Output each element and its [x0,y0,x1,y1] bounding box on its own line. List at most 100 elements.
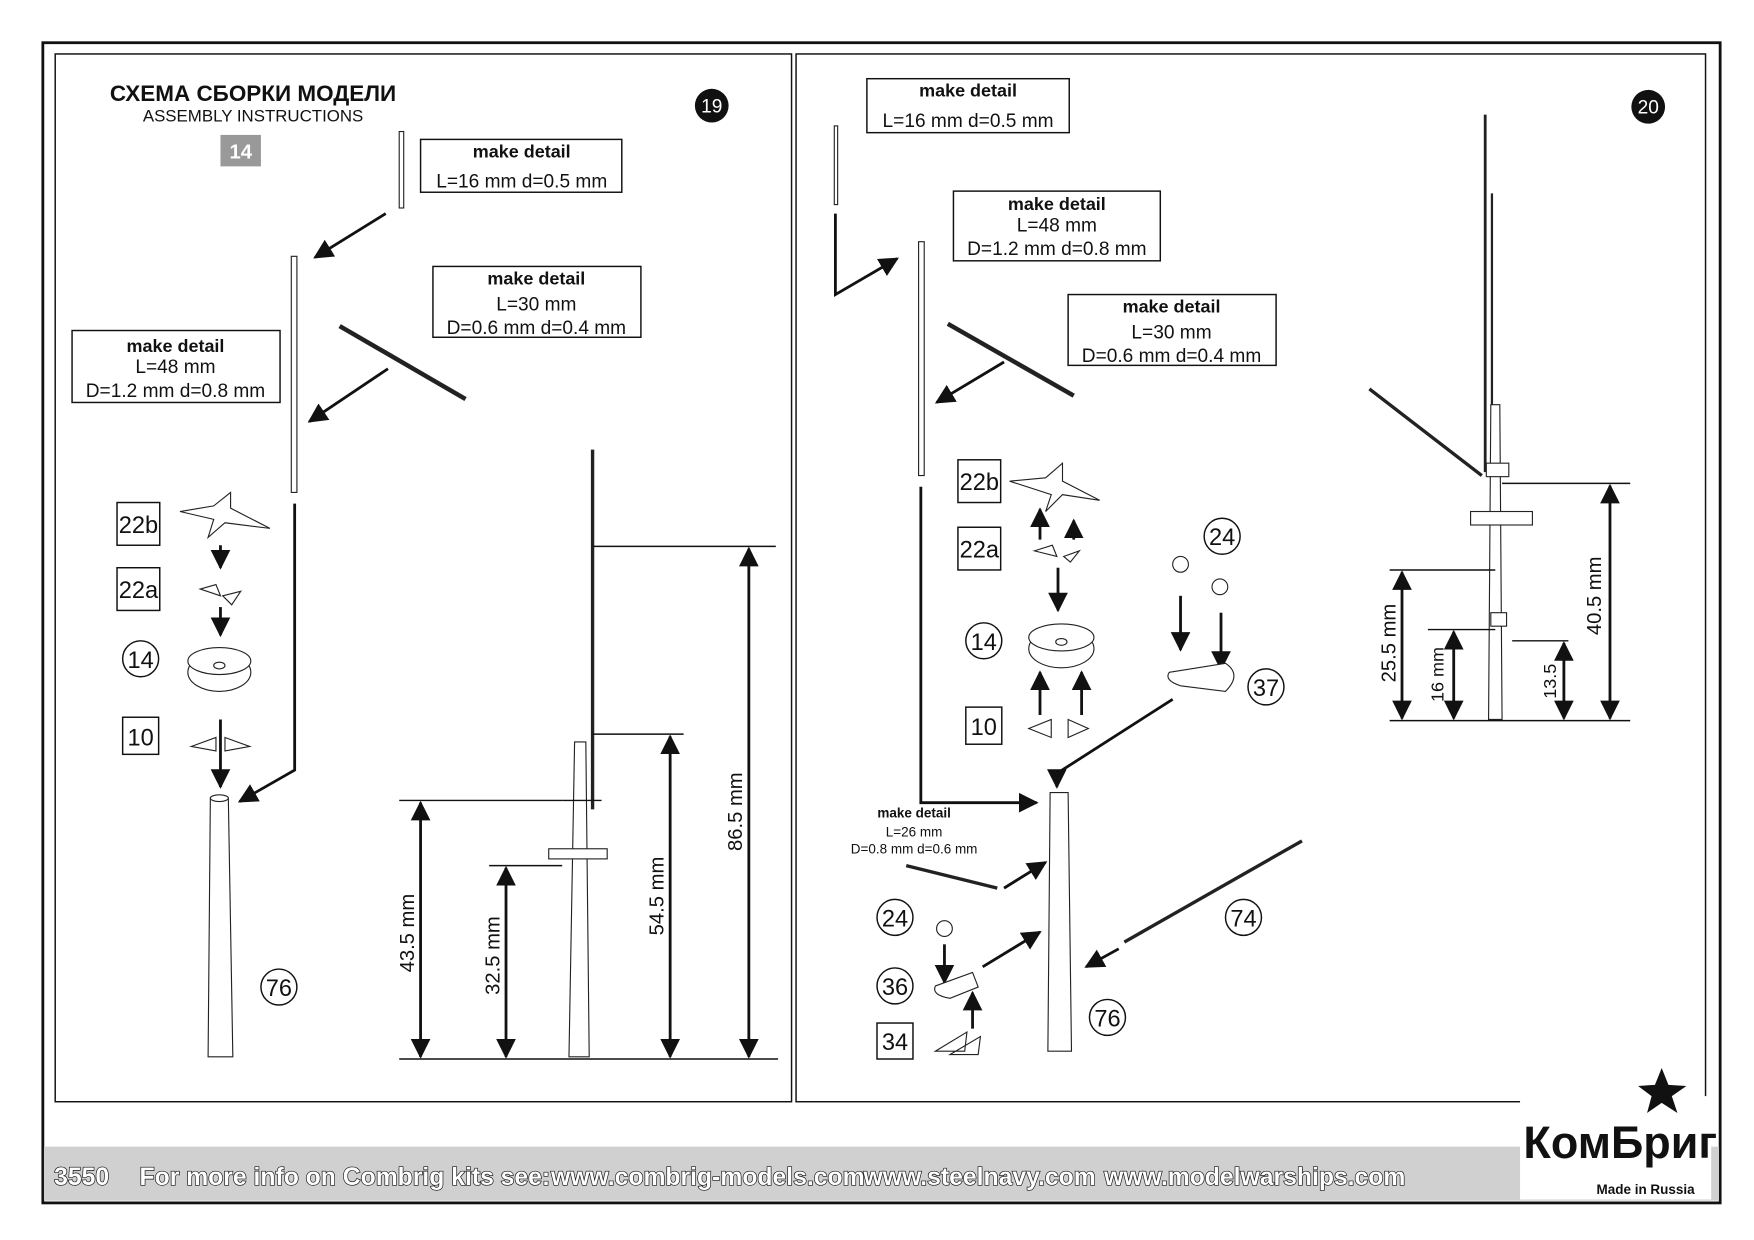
part-22a-drawing [198,583,242,606]
part-10-drawing [1027,718,1090,739]
part-label-24: 24 [1203,517,1241,555]
dimension-label: 40.5 mm [1584,557,1606,636]
dimension-label: 43.5 mm [397,894,419,973]
arrow [307,367,389,423]
svg-text:L=30 mm: L=30 mm [496,294,576,315]
part-label-22a: 22a [116,566,161,612]
arrow [919,486,1039,813]
page-subtitle: ASSEMBLY INSTRUCTIONS [143,106,363,125]
part-label-10: 10 [965,706,1003,745]
step-number: 20 [1638,98,1659,119]
note-box: make detail L=48 mm D=1.2 mm d=0.8 mm [952,190,1162,262]
svg-text:L=48 mm: L=48 mm [1017,216,1097,237]
svg-text:14: 14 [971,630,997,656]
page-badge [220,134,261,167]
footer-band [43,1146,1720,1201]
part-76-mast [1047,792,1073,1052]
footer-info: For more info on Combrig kits see: [140,1164,551,1191]
svg-text:37: 37 [1253,676,1279,702]
assembled-mast-right [1368,114,1631,722]
footer-link-steelnavy[interactable]: www.steelnavy.com [862,1163,1097,1191]
left-panel-frame [54,53,793,1103]
note-box: make detail L=30 mm D=0.6 mm d=0.4 mm [1067,293,1277,367]
part-36-drawing [934,971,979,999]
svg-text:D=0.6 mm d=0.4 mm: D=0.6 mm d=0.4 mm [447,318,626,339]
dimension-label: 25.5 mm [1378,604,1400,683]
svg-text:D=1.2 mm d=0.8 mm: D=1.2 mm d=0.8 mm [967,239,1146,260]
part-label-76: 76 [1088,998,1127,1037]
part-22b-drawing [179,491,271,540]
note-box: make detail L=16 mm d=0.5 mm [866,77,1070,134]
page-title: СХЕМА СБОРКИ МОДЕЛИ [110,81,396,106]
svg-text:make detail: make detail [877,805,950,820]
rod-26mm [905,864,998,890]
part-37-drawing [1167,662,1235,692]
part-label-74: 74 [1224,898,1263,937]
part-14-drawing [1028,623,1095,669]
part-label-34: 34 [876,1022,914,1060]
rod-48mm [918,241,925,477]
svg-text:make detail: make detail [473,141,571,161]
svg-text:22a: 22a [119,578,159,604]
arrow [1047,698,1174,789]
part-label-22b: 22b [957,459,1002,504]
arrow [833,213,899,297]
footer-link-combrig[interactable]: www.combrig-models.com [549,1163,865,1191]
part-22b-drawing [1009,461,1100,512]
assembled-mast-left [399,449,779,1060]
svg-text:74: 74 [1230,906,1256,932]
part-24-drawing [1172,555,1229,596]
svg-text:10: 10 [971,715,997,741]
svg-text:L=16 mm d=0.5 mm: L=16 mm d=0.5 mm [883,111,1054,132]
part-10-drawing [189,736,252,752]
rod-48mm [290,255,298,493]
step-19: 19 [694,88,729,123]
outer-frame [41,41,1722,1205]
part-74-yard [1123,839,1303,944]
svg-text:36: 36 [882,975,908,1001]
part-label-14: 14 [965,622,1003,660]
svg-text:76: 76 [266,976,292,1002]
rod-16mm [398,130,405,209]
part-label-36: 36 [876,967,914,1005]
svg-text:D=1.2 mm d=0.8 mm: D=1.2 mm d=0.8 mm [86,381,265,402]
note-box: make detail L=16 mm d=0.5 mm [419,138,623,193]
rod-16mm [833,125,839,206]
part-label-37: 37 [1247,668,1285,706]
svg-text:L=26 mm: L=26 mm [886,824,943,839]
svg-text:make detail: make detail [1123,297,1221,317]
svg-text:make detail: make detail [1008,194,1106,214]
part-label-24: 24 [876,898,914,937]
svg-text:D=0.8 mm d=0.6 mm: D=0.8 mm d=0.6 mm [851,841,978,856]
part-24-drawing [936,920,953,938]
part-14-drawing [187,646,252,692]
svg-text:24: 24 [1209,525,1235,551]
svg-text:14: 14 [128,648,154,674]
svg-text:22a: 22a [960,538,1000,564]
right-panel-frame [795,53,1707,1103]
svg-text:10: 10 [128,725,154,751]
arrow [934,360,1005,404]
note-box: make detail L=48 mm D=1.2 mm d=0.8 mm [71,329,281,404]
dimension-label: 86.5 mm [725,772,747,851]
svg-text:34: 34 [882,1030,908,1056]
svg-text:22b: 22b [960,470,999,496]
footer-link-modelwarships[interactable]: www.modelwarships.com [1102,1163,1406,1191]
part-label-10: 10 [121,716,160,756]
rod-30mm [338,324,467,402]
kit-number: 3550 [54,1164,109,1191]
svg-text:24: 24 [882,906,908,932]
svg-text:make detail: make detail [487,268,585,288]
page-badge-label: 14 [229,142,252,164]
svg-text:КомБриг: КомБриг [1523,1117,1717,1168]
part-label-22b: 22b [116,501,161,546]
part-label-76: 76 [260,968,298,1006]
part-label-14: 14 [121,640,160,678]
dimension-label: 32.5 mm [482,916,504,995]
part-label-22a: 22a [957,526,1002,571]
dimension-label: 13.5 [1540,664,1560,699]
svg-text:L=30 mm: L=30 mm [1131,322,1211,343]
step-20: 20 [1631,89,1666,124]
rod-30mm [946,321,1075,398]
